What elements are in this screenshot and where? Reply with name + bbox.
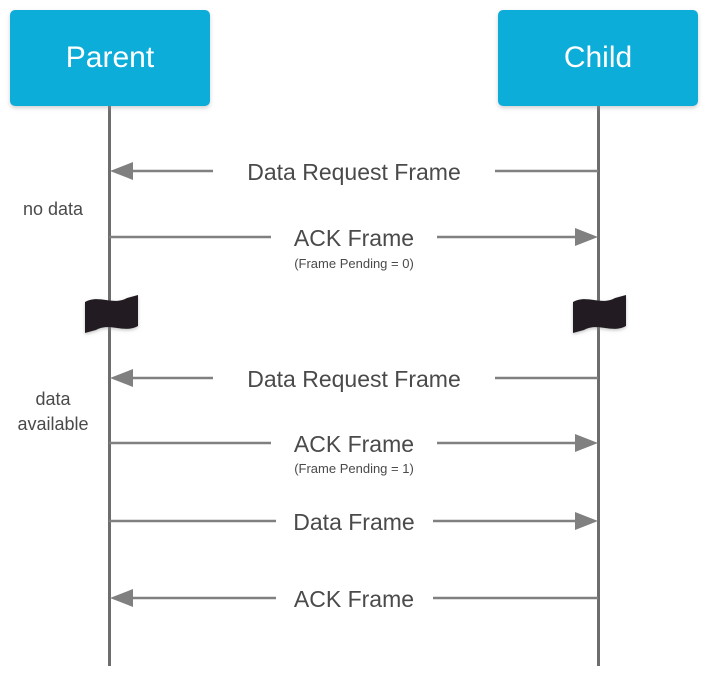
message-4-label: Data Frame xyxy=(293,509,414,535)
side-note-data-available-line-0: data xyxy=(35,389,71,409)
side-note-no-data: no data xyxy=(23,199,84,219)
message-3-sublabel: (Frame Pending = 1) xyxy=(294,461,414,476)
side-note-no-data-line-0: no data xyxy=(23,199,84,219)
participant-parent[interactable]: Parent xyxy=(10,10,210,106)
break-symbol-child xyxy=(573,295,626,333)
break-flag-child-icon xyxy=(573,295,626,333)
message-0[interactable]: Data Request Frame xyxy=(110,159,598,185)
message-3[interactable]: ACK Frame (Frame Pending = 1) xyxy=(109,431,598,476)
message-4[interactable]: Data Frame xyxy=(109,509,598,535)
participant-child-label: Child xyxy=(564,41,632,74)
message-2-label: Data Request Frame xyxy=(247,366,460,392)
participant-child[interactable]: Child xyxy=(498,10,698,106)
participant-parent-box[interactable] xyxy=(10,10,210,106)
message-2-arrowhead-left-icon xyxy=(110,369,133,387)
message-5-label: ACK Frame xyxy=(294,586,414,612)
break-symbol-parent xyxy=(85,295,138,333)
participant-child-box[interactable] xyxy=(498,10,698,106)
lifelines xyxy=(108,106,600,666)
message-1-label: ACK Frame xyxy=(294,225,414,251)
message-0-label: Data Request Frame xyxy=(247,159,460,185)
message-4-arrowhead-right-icon xyxy=(575,512,598,530)
message-3-arrowhead-right-icon xyxy=(575,434,598,452)
break-flag-parent-icon xyxy=(85,295,138,333)
message-5-arrowhead-left-icon xyxy=(110,589,133,607)
side-note-data-available-line-1: available xyxy=(17,414,88,434)
message-0-arrowhead-left-icon xyxy=(110,162,133,180)
participant-parent-label: Parent xyxy=(66,41,155,74)
message-1[interactable]: ACK Frame (Frame Pending = 0) xyxy=(109,225,598,271)
message-5[interactable]: ACK Frame xyxy=(110,586,598,612)
side-note-data-available: data available xyxy=(17,389,88,434)
message-1-arrowhead-right-icon xyxy=(575,228,598,246)
message-1-sublabel: (Frame Pending = 0) xyxy=(294,256,414,271)
message-2[interactable]: Data Request Frame xyxy=(110,366,598,392)
message-3-label: ACK Frame xyxy=(294,431,414,457)
